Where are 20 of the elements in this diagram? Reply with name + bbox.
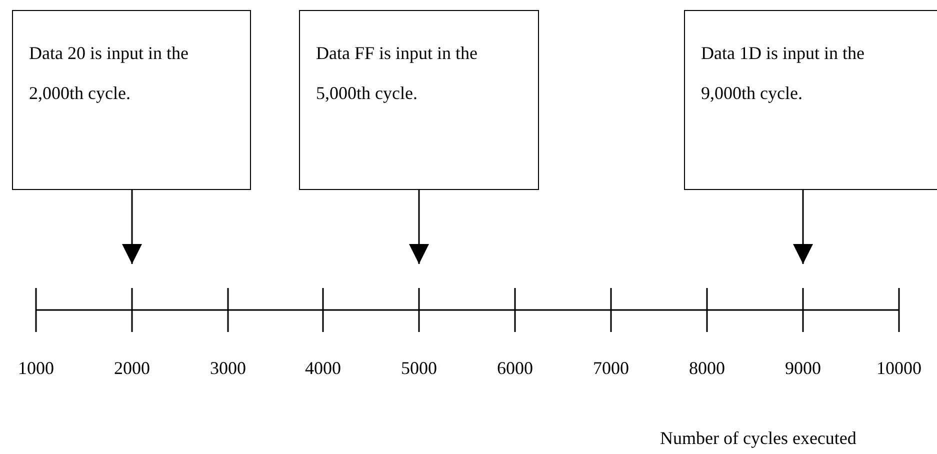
arrow [122,190,142,264]
arrow [409,190,429,264]
tick-label: 8000 [689,358,725,379]
tick-label: 3000 [210,358,246,379]
callout-box [684,10,937,190]
callout-box [12,10,251,190]
arrow [793,190,813,264]
axis-title: Number of cycles executed [660,428,856,449]
callout-box [299,10,539,190]
callout-text: Data 1D is input in the 9,000th cycle. [701,42,866,105]
tick-label: 5000 [401,358,437,379]
callout-text: Data 20 is input in the 2,000th cycle. [29,42,190,105]
callout-text: Data FF is input in the 5,000th cycle. [316,42,478,105]
tick-label: 6000 [497,358,533,379]
tick-label: 2000 [114,358,150,379]
tick-label: 7000 [593,358,629,379]
tick-label: 4000 [305,358,341,379]
tick-label: 1000 [18,358,54,379]
tick-label: 10000 [876,358,922,379]
tick-label: 9000 [785,358,821,379]
